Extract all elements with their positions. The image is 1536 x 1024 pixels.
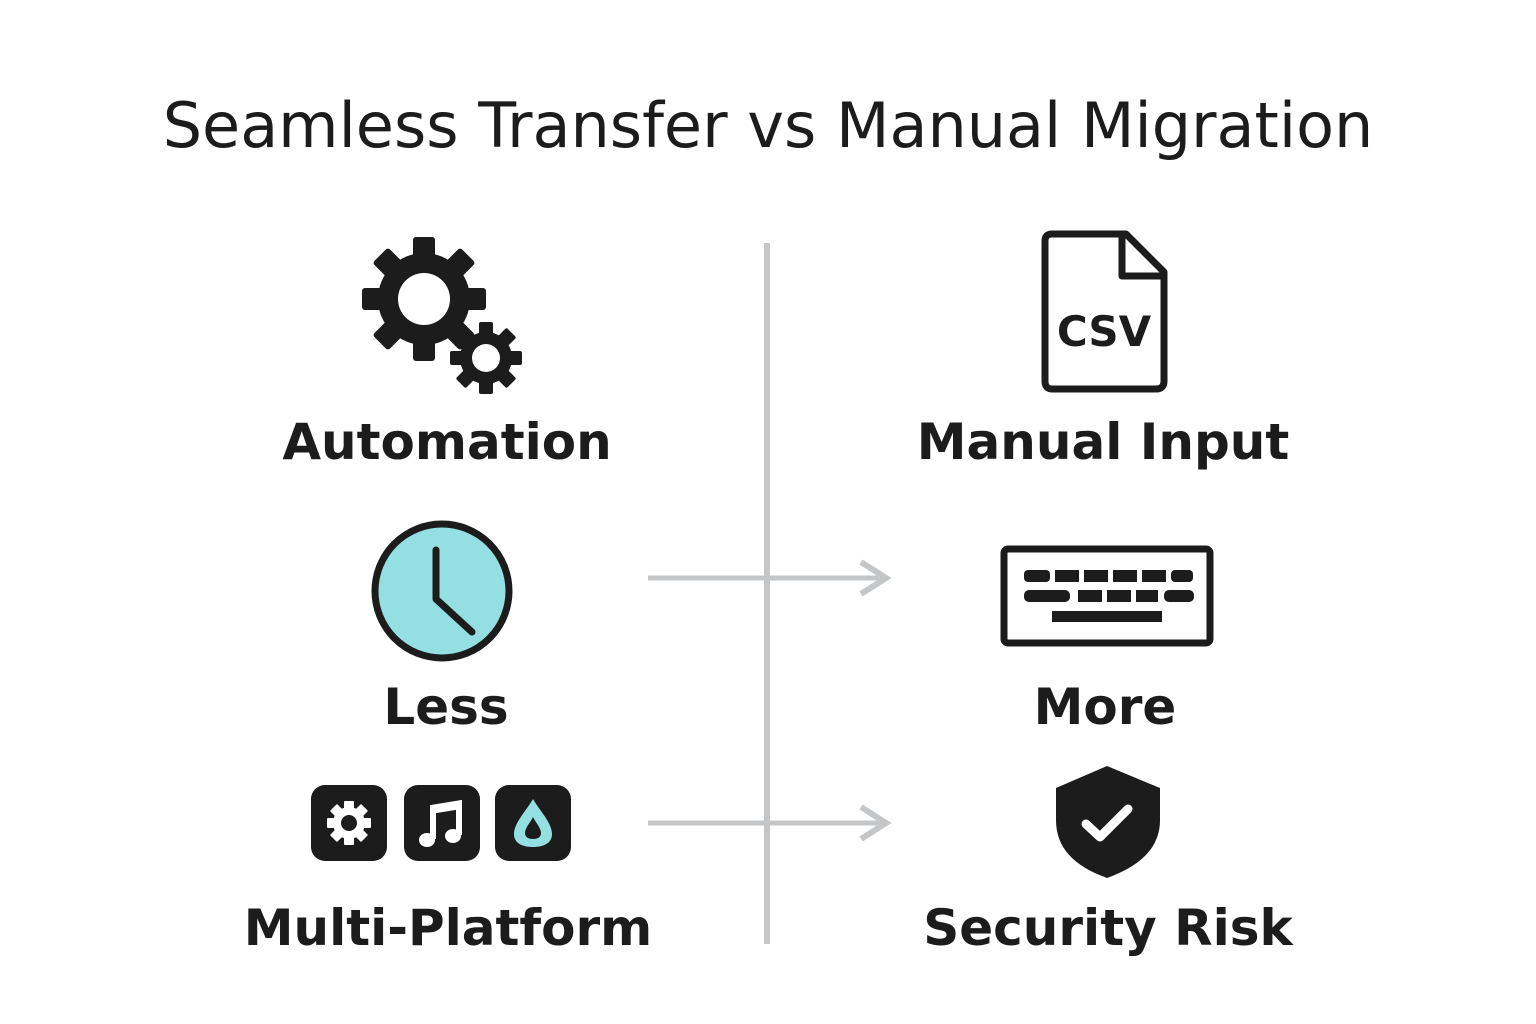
- label-more: More: [1033, 678, 1177, 736]
- page-title: Seamless Transfer vs Manual Migration: [162, 89, 1374, 162]
- label-less: Less: [383, 678, 509, 736]
- arrow-less-to-more: [648, 559, 892, 597]
- settings-app-icon: [311, 785, 387, 861]
- label-security-risk: Security Risk: [923, 899, 1293, 957]
- label-multi-platform: Multi-Platform: [243, 899, 653, 957]
- label-manual-input: Manual Input: [916, 413, 1290, 471]
- music-app-icon: [404, 785, 480, 861]
- gears-icon: [360, 234, 530, 398]
- clock-icon: [369, 518, 515, 668]
- drop-app-icon: [495, 785, 571, 861]
- csv-file-icon: CSV: [1040, 229, 1172, 399]
- center-divider: [764, 243, 770, 944]
- arrow-multiplatform-to-security: [648, 804, 892, 842]
- keyboard-icon: [1000, 545, 1216, 653]
- label-automation: Automation: [282, 413, 612, 471]
- shield-check-icon: [1054, 764, 1162, 884]
- app-icons-group: [310, 784, 572, 868]
- csv-text: CSV: [1057, 307, 1152, 356]
